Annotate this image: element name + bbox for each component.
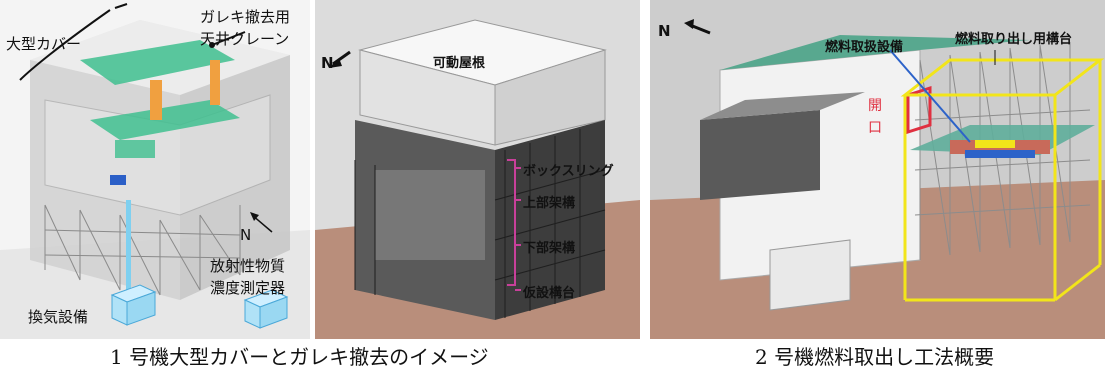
lower-frame-label: 下部架構 (523, 241, 576, 256)
north-label: N (321, 54, 334, 72)
fuel-handling-label: 燃料取扱設備 (825, 40, 904, 55)
monitor-label-line2: 濃度測定器 (210, 279, 286, 297)
north-label: N (658, 22, 671, 40)
opening-label: 開口 (868, 98, 882, 136)
upper-frame-label: 上部架構 (523, 196, 576, 211)
box-ring-label: ボックスリング (523, 164, 614, 179)
caption-left: 1 号機大型カバーとガレキ撤去のイメージ (110, 345, 489, 369)
unit1-cover-drawing (0, 0, 310, 339)
monitor-label-line1: 放射性物質 (210, 257, 286, 275)
unit2-roof-drawing (315, 0, 640, 339)
fuel-platform-label: 燃料取り出し用構台 (955, 32, 1073, 47)
caption-right: 2 号機燃料取出し工法概要 (755, 345, 995, 369)
ventilation-label: 換気設備 (28, 308, 89, 326)
unit2-fuel-drawing (650, 0, 1105, 339)
unit2-roof-illustration: N 可動屋根 ボックスリング 上部架構 下部架構 仮設構台 (315, 0, 640, 339)
unit2-fuel-illustration: N 燃料取扱設備 燃料取り出し用構台 開口 (650, 0, 1105, 339)
crane-label-line2: 天井クレーン (200, 30, 290, 48)
large-cover-label: 大型カバー (6, 35, 82, 53)
crane-label-line1: ガレキ撤去用 (200, 8, 291, 26)
temp-platform-label: 仮設構台 (523, 286, 576, 301)
unit1-cover-illustration: 大型カバー ガレキ撤去用 天井クレーン N 放射性物質 濃度測定器 換気設備 (0, 0, 310, 339)
north-label: N (240, 226, 252, 244)
movable-roof-label: 可動屋根 (433, 56, 486, 71)
